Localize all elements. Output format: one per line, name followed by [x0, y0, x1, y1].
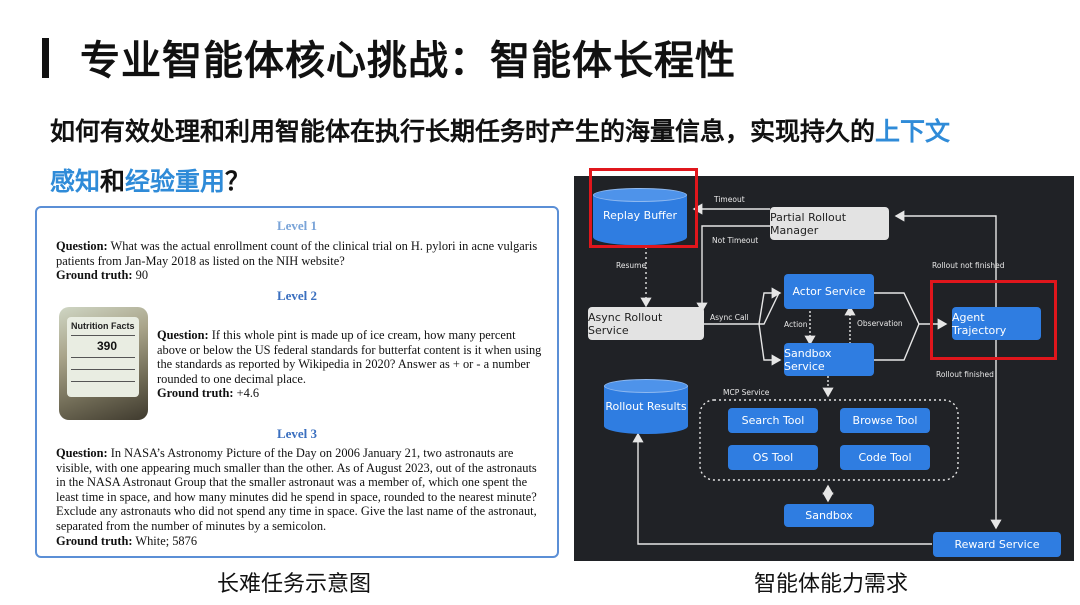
async-rollout-service-node: Async Rollout Service [588, 307, 704, 340]
rollout-finished-label: Rollout finished [936, 370, 994, 379]
question-text: If this whole pint is made up of ice cre… [157, 328, 541, 386]
question-end: ？ [225, 167, 250, 196]
architecture-diagram: Replay Buffer Partial Rollout Manager Ti… [574, 176, 1074, 561]
reward-service-node: Reward Service [933, 532, 1061, 557]
question-label: Question: [56, 446, 108, 460]
actor-service-node: Actor Service [784, 274, 874, 309]
resume-label: Resume [616, 261, 646, 270]
level-1-heading: Level 1 [37, 218, 557, 234]
task-examples-panel: Level 1 Question: What was the actual en… [35, 206, 559, 558]
replay-buffer-highlight [589, 168, 698, 248]
left-caption: 长难任务示意图 [217, 566, 371, 598]
question-text: What was the actual enrollment count of … [56, 239, 537, 268]
sandbox-node: Sandbox [784, 504, 874, 527]
ground-truth-value: +4.6 [237, 386, 259, 400]
rollout-results-node: Rollout Results [604, 379, 688, 434]
level-2-heading: Level 2 [37, 288, 557, 304]
level-3-heading: Level 3 [37, 426, 557, 442]
ground-truth-label: Ground truth: [157, 386, 234, 400]
nutrition-label: Nutrition Facts 390 [67, 317, 139, 397]
level-2-question: Question: If this whole pint is made up … [157, 328, 547, 401]
question-line-1: 如何有效处理和利用智能体在执行长期任务时产生的海量信息，实现持久的上下文 [50, 112, 950, 148]
question-text: 如何有效处理和利用智能体在执行长期任务时产生的海量信息，实现持久的 [50, 117, 875, 146]
question-connector: 和 [100, 167, 125, 196]
sandbox-service-node: Sandbox Service [784, 343, 874, 376]
question-highlight-reuse: 经验重用 [125, 167, 225, 196]
os-tool-node: OS Tool [728, 445, 818, 470]
search-tool-node: Search Tool [728, 408, 818, 433]
question-highlight-context: 上下文 [875, 117, 950, 146]
nutrition-label-title: Nutrition Facts [71, 321, 135, 331]
nutrition-label-number: 390 [97, 339, 117, 353]
level-3-question: Question: In NASA’s Astronomy Picture of… [56, 446, 544, 548]
mcp-service-label: MCP Service [723, 388, 769, 397]
action-label: Action [784, 320, 808, 329]
observation-label: Observation [857, 319, 903, 328]
question-highlight-perception: 感知 [50, 167, 100, 196]
question-line-2: 感知和经验重用？ [50, 162, 250, 198]
page-title: 专业智能体核心挑战：智能体长程性 [80, 28, 736, 86]
async-call-label: Async Call [710, 313, 749, 322]
question-label: Question: [56, 239, 108, 253]
title-accent-bar [42, 38, 49, 78]
rollout-results-label: Rollout Results [604, 400, 688, 413]
ice-cream-label-photo: Nutrition Facts 390 [59, 307, 148, 420]
timeout-label: Timeout [714, 195, 745, 204]
ground-truth-value: 90 [136, 268, 148, 282]
rollout-not-finished-label: Rollout not finished [932, 261, 1005, 270]
ground-truth-label: Ground truth: [56, 268, 133, 282]
level-1-question: Question: What was the actual enrollment… [56, 239, 544, 283]
ground-truth-label: Ground truth: [56, 534, 133, 548]
ground-truth-value: White; 5876 [135, 534, 197, 548]
question-text: In NASA’s Astronomy Picture of the Day o… [56, 446, 537, 533]
browse-tool-node: Browse Tool [840, 408, 930, 433]
agent-trajectory-highlight [930, 280, 1057, 360]
question-label: Question: [157, 328, 209, 342]
partial-rollout-manager-node: Partial Rollout Manager [770, 207, 889, 240]
right-caption: 智能体能力需求 [754, 566, 908, 598]
code-tool-node: Code Tool [840, 445, 930, 470]
not-timeout-label: Not Timeout [712, 236, 758, 245]
